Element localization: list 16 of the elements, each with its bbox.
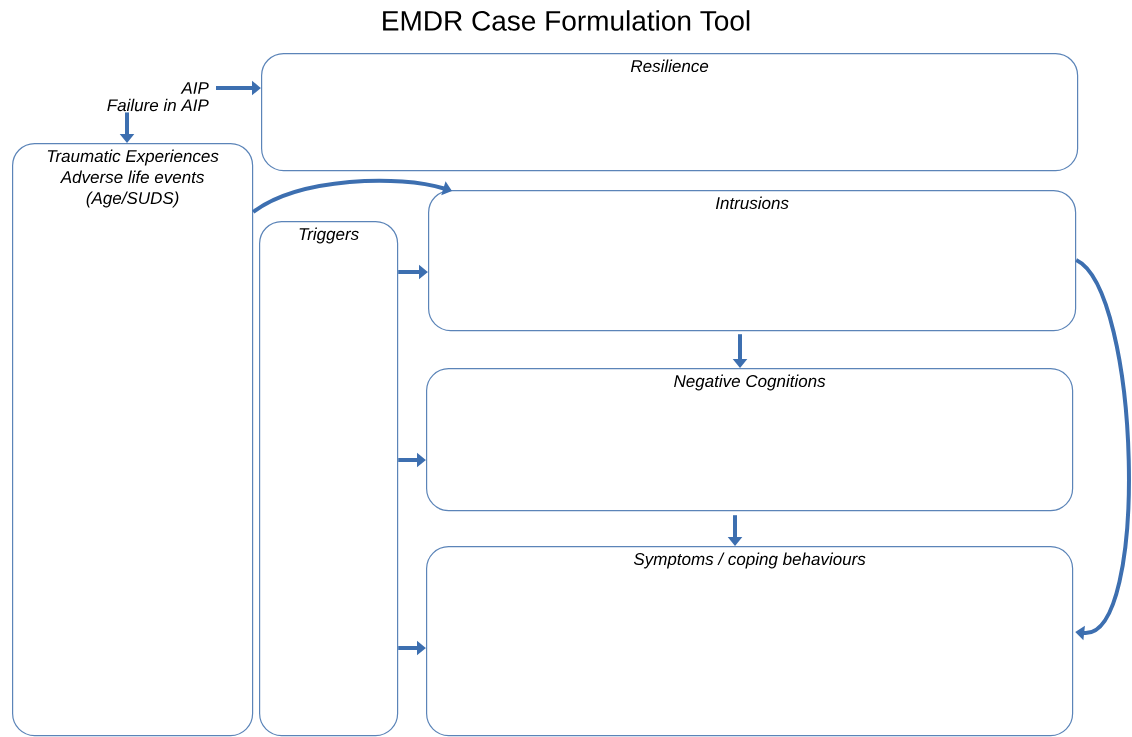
rounded-box <box>12 143 254 737</box>
rounded-box <box>261 53 1079 172</box>
rounded-box <box>259 221 399 737</box>
arrow <box>1074 258 1131 641</box>
title: EMDR Case Formulation Tool <box>383 10 750 31</box>
rounded-box <box>426 546 1074 737</box>
box-heading: Traumatic Experiences Adverse life events (Age/SUDS) <box>47 149 219 208</box>
node-label: Failure in AIP <box>107 98 209 112</box>
box-heading: Resilience <box>630 59 709 73</box>
box-heading: Negative Cognitions <box>674 374 826 391</box>
rounded-box <box>428 190 1077 332</box>
box-heading: Symptoms / coping behaviours <box>633 552 866 569</box>
node-label: AIP <box>180 82 209 94</box>
box-heading: Intrusions <box>715 196 789 210</box>
box-heading: Triggers <box>299 227 359 244</box>
rounded-box <box>426 368 1074 512</box>
